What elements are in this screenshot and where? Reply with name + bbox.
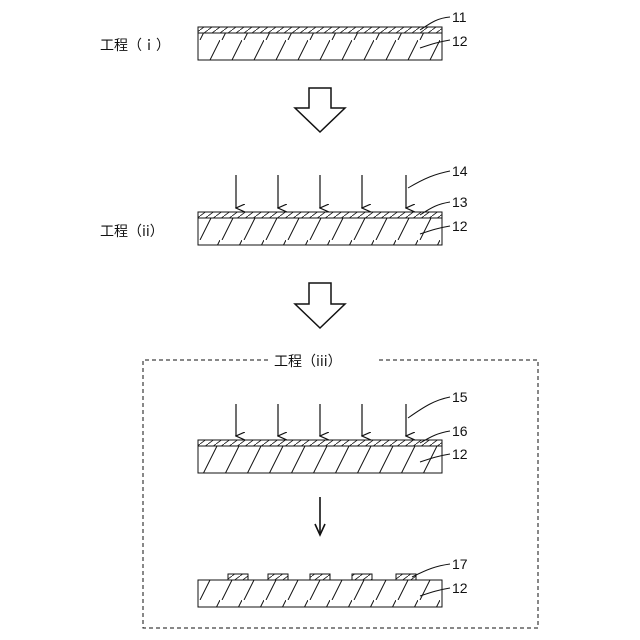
irradiation-arrows-15 — [236, 404, 406, 436]
ref-15: 15 — [452, 389, 468, 405]
ref-16: 16 — [452, 423, 468, 439]
ref-17: 17 — [452, 556, 468, 572]
layer-16 — [198, 440, 442, 446]
step-2-label: 工程（ii） — [100, 224, 164, 240]
ref-13: 13 — [452, 194, 468, 210]
step-1: 工程（ｉ） 11 12 — [100, 9, 468, 60]
step-3-stack-b — [198, 574, 442, 607]
step-3-label: 工程（iii） — [274, 354, 342, 370]
step-2-stack — [198, 212, 442, 245]
layer-11 — [198, 27, 442, 33]
pattern-segment — [268, 574, 288, 580]
block-arrow-down-icon — [295, 88, 345, 132]
step-1-stack — [198, 27, 442, 60]
ref-14: 14 — [452, 163, 468, 179]
leader-17 — [412, 564, 450, 577]
step-1-label: 工程（ｉ） — [100, 38, 170, 54]
ref-12: 12 — [452, 446, 468, 462]
substrate-12 — [198, 446, 442, 473]
pattern-segment — [310, 574, 330, 580]
step-3: 工程（iii） 15 16 12 — [143, 354, 538, 628]
pattern-segment — [228, 574, 248, 580]
leader-14 — [408, 171, 450, 188]
step-2: 工程（ii） 14 13 12 — [100, 163, 468, 245]
step-3-stack-a — [198, 440, 442, 473]
substrate-12 — [198, 218, 442, 245]
substrate-12 — [198, 33, 442, 60]
ref-12: 12 — [452, 33, 468, 49]
block-arrow-down-icon — [295, 283, 345, 328]
leader-15 — [408, 397, 450, 418]
pattern-17 — [228, 574, 416, 580]
irradiation-arrows-14 — [236, 175, 406, 208]
ref-11: 11 — [452, 9, 467, 25]
ref-12: 12 — [452, 218, 468, 234]
pattern-segment — [352, 574, 372, 580]
layer-13 — [198, 212, 442, 218]
ref-12: 12 — [452, 580, 468, 596]
substrate-12 — [198, 580, 442, 607]
